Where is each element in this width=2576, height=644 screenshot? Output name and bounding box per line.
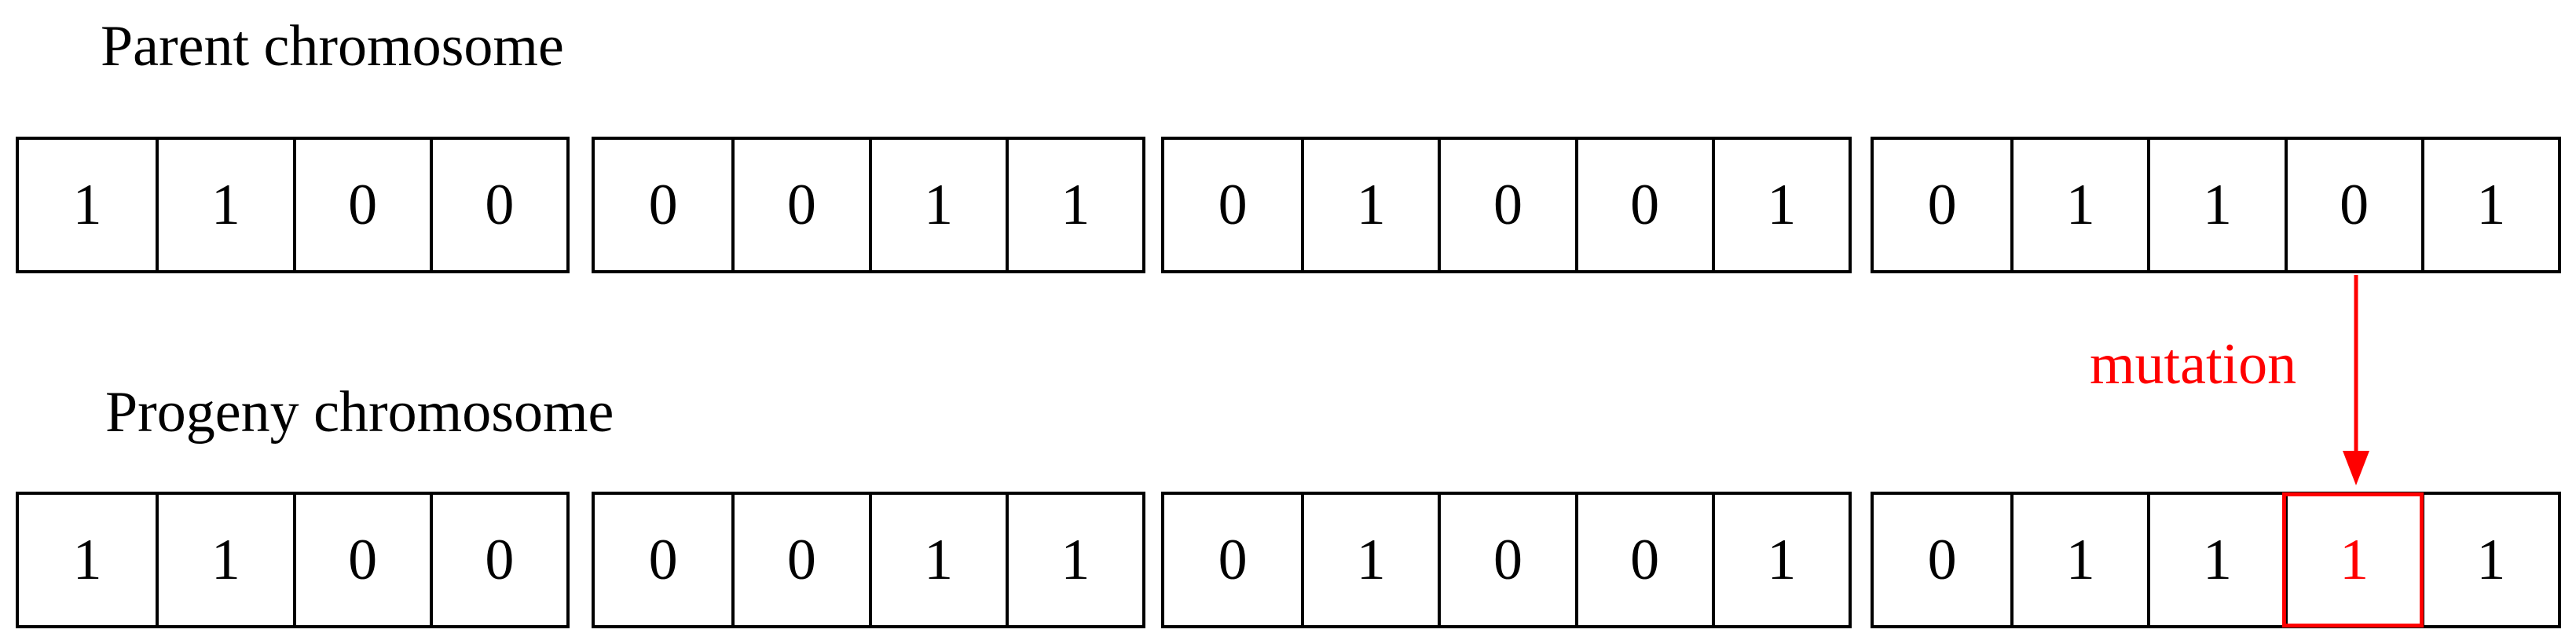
parent-gene: 1 [2420, 140, 2558, 270]
progeny-gene: 1 [868, 495, 1006, 625]
parent-gene: 0 [292, 140, 430, 270]
progeny-chromosome-label: Progeny chromosome [105, 380, 614, 445]
parent-gene: 1 [1711, 140, 1849, 270]
parent-chromosome-label: Parent chromosome [101, 14, 564, 79]
progeny-gene: 0 [292, 495, 430, 625]
progeny-gene: 1 [2420, 495, 2558, 625]
progeny-gene: 1 [2010, 495, 2147, 625]
parent-gene: 1 [156, 140, 292, 270]
progeny-gene: 0 [1927, 527, 1957, 592]
progeny-gene: 1 [1711, 495, 1849, 625]
parent-gene: 1 [72, 172, 102, 237]
parent-gene: 1 [868, 140, 1006, 270]
parent-gene: 0 [648, 172, 678, 237]
progeny-gene: 1 [156, 495, 292, 625]
parent-gene: 1 [1005, 140, 1142, 270]
progeny-gene: 0 [1574, 495, 1712, 625]
progeny-gene: 1 [1301, 495, 1438, 625]
parent-gene: 0 [2284, 140, 2421, 270]
progeny-gene: 0 [1438, 495, 1574, 625]
parent-gene: 0 [1927, 172, 1957, 237]
parent-gene: 1 [2147, 140, 2284, 270]
parent-gene: 1 [1301, 140, 1438, 270]
progeny-gene: 1 [72, 527, 102, 592]
parent-gene: 0 [1574, 140, 1712, 270]
parent-gene: 0 [1438, 140, 1574, 270]
mutation-label: mutation [2090, 332, 2297, 397]
progeny-gene: 0 [429, 495, 566, 625]
parent-gene: 1 [2010, 140, 2147, 270]
parent-gene: 0 [429, 140, 566, 270]
progeny-gene: 1 [1005, 495, 1142, 625]
progeny-gene: 0 [731, 495, 868, 625]
progeny-gene: 0 [648, 527, 678, 592]
mutation-arrow-head [2343, 451, 2369, 485]
mutated-gene: 1 [2281, 492, 2424, 628]
progeny-gene: 1 [2147, 495, 2284, 625]
parent-gene: 0 [731, 140, 868, 270]
progeny-gene: 0 [1218, 527, 1248, 592]
parent-gene: 0 [1218, 172, 1248, 237]
